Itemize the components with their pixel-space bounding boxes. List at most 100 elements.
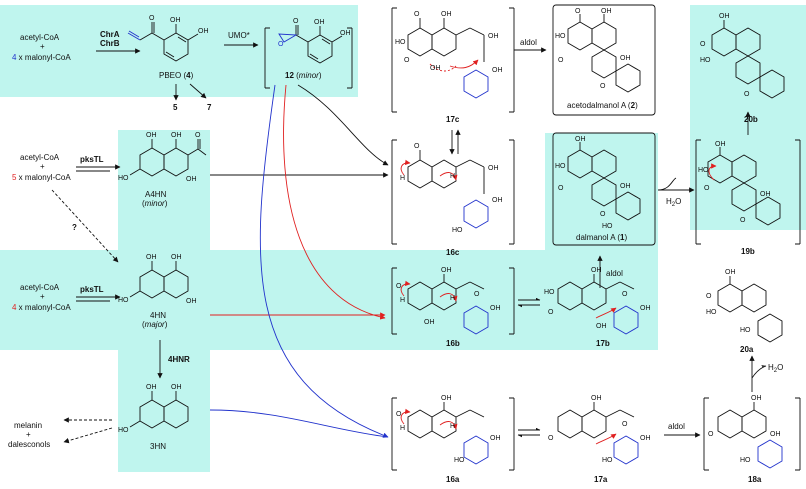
arrow-3hn-to-16a [209,409,389,438]
svg-text:OH: OH [492,197,503,204]
row3-enzyme: pksTL [80,285,104,294]
svg-text:O: O [600,211,606,218]
structure-dalmanol: OH HO O OH O HO [552,132,656,246]
svg-text:OH: OH [601,8,612,15]
svg-text:OH: OH [620,183,631,190]
highlight-dalmanol [545,133,658,250]
arrow-to-7 [189,83,207,99]
svg-text:OH: OH [719,13,730,20]
svg-text:OH: OH [146,132,157,139]
svg-text:O: O [548,309,554,316]
svg-text:HO: HO [740,457,751,464]
highlight-top-row [0,5,358,97]
svg-text:OH: OH [340,30,351,37]
umo-label: UMO* [228,31,250,40]
a4hn-note: (minor) [142,199,168,208]
svg-text:OH: OH [424,319,435,326]
svg-text:HO: HO [555,163,566,170]
svg-text:HO: HO [454,457,465,464]
svg-text:OH: OH [198,28,209,35]
svg-text:H: H [450,423,455,430]
label-18a: 18a [748,475,762,484]
aldol-mid-label: aldol [606,269,623,278]
4hn-note: (major) [142,320,168,329]
top-row: acetyl-CoA + 4 x malonyl-CoA ChrA ChrB P… [12,15,353,112]
svg-text:OH: OH [492,67,503,74]
label-17b: 17b [596,339,610,348]
svg-text:HO: HO [698,167,709,174]
row3-reagent-line2: + [40,292,45,301]
svg-text:O: O [396,283,402,290]
top-reagent-line3: 4 x malonyl-CoA [12,53,71,62]
svg-text:OH: OH [591,267,602,274]
svg-text:OH: OH [488,165,499,172]
svg-text:O: O [622,291,628,298]
top-reagent-line1: acetyl-CoA [20,33,60,42]
structure-19b: OH HO O OH O [695,139,801,245]
svg-text:OH: OH [170,17,181,24]
svg-text:OH: OH [725,269,736,276]
svg-text:OH: OH [441,11,452,18]
row2-reagent-line1: acetyl-CoA [20,153,60,162]
structure-3hn: OH OH HO [118,384,189,434]
svg-text:OH: OH [715,141,726,148]
4hn-label: 4HN [150,311,166,320]
arrow-12-to-16b [283,84,386,320]
svg-text:H: H [400,175,405,182]
svg-text:OH: OH [171,132,182,139]
svg-text:O: O [600,83,606,90]
svg-text:HO: HO [395,39,406,46]
structure-acetodalmanol: O OH HO O OH O [552,4,656,116]
svg-text:OH: OH [751,395,762,402]
svg-text:O: O [744,91,750,98]
structure-16c: O H H OH OH HO [391,139,515,245]
svg-text:O: O [704,185,710,192]
dalesconols-label: dalesconols [8,440,50,449]
svg-text:O: O [414,143,420,150]
svg-text:OH: OH [591,395,602,402]
svg-text:OH: OH [640,305,651,312]
pbeo-label: PBEO (4) [159,71,194,80]
structure-12: O O OH OH [264,18,353,89]
svg-text:H: H [400,425,405,432]
svg-text:OH: OH [596,323,607,330]
svg-text:O: O [740,217,746,224]
svg-text:O: O [149,15,155,22]
aldol-bot-label: aldol [668,422,685,431]
svg-text:HO: HO [700,57,711,64]
svg-text:HO: HO [118,175,129,182]
label-19b: 19b [741,247,755,256]
4hnr-label: 4HNR [168,355,190,364]
svg-text:O: O [622,421,628,428]
row3-reagent-line3: 4 x malonyl-CoA [12,303,71,312]
acetodalmanol-label: acetodalmanol A (2) [567,101,638,110]
water-loss-1: H2O [666,197,681,208]
structure-a4hn: OH OH O HO OH [118,132,207,183]
structure-20b: OH O HO O [700,13,785,99]
label-16c: 16c [446,248,460,257]
enzyme-chrb: ChrB [100,39,120,48]
svg-text:OH: OH [490,305,501,312]
svg-text:OH: OH [171,254,182,261]
top-reagent-line2: + [40,42,45,51]
svg-text:H: H [450,295,455,302]
svg-text:HO: HO [555,33,566,40]
arrow-dalmanol-to-19b [657,177,677,191]
arrow-12-to-16a [259,84,389,438]
svg-text:OH: OH [171,384,182,391]
svg-text:OH: OH [186,176,197,183]
highlight-col-a4hn [118,130,210,250]
svg-text:OH: OH [146,384,157,391]
svg-text:HO: HO [544,289,555,296]
svg-text:OH: OH [770,431,781,438]
aldol-top-label: aldol [520,38,537,47]
svg-text:O: O [708,431,714,438]
structure-pbeo: O OH OH [127,15,209,62]
svg-text:OH: OH [314,19,325,26]
row-3hn: OH OH HO 3HN melanin + dalesconols [8,384,189,451]
svg-text:HO: HO [602,223,613,230]
svg-text:HO: HO [602,457,613,464]
svg-text:HO: HO [740,327,751,334]
connecting-arrows [209,84,389,438]
